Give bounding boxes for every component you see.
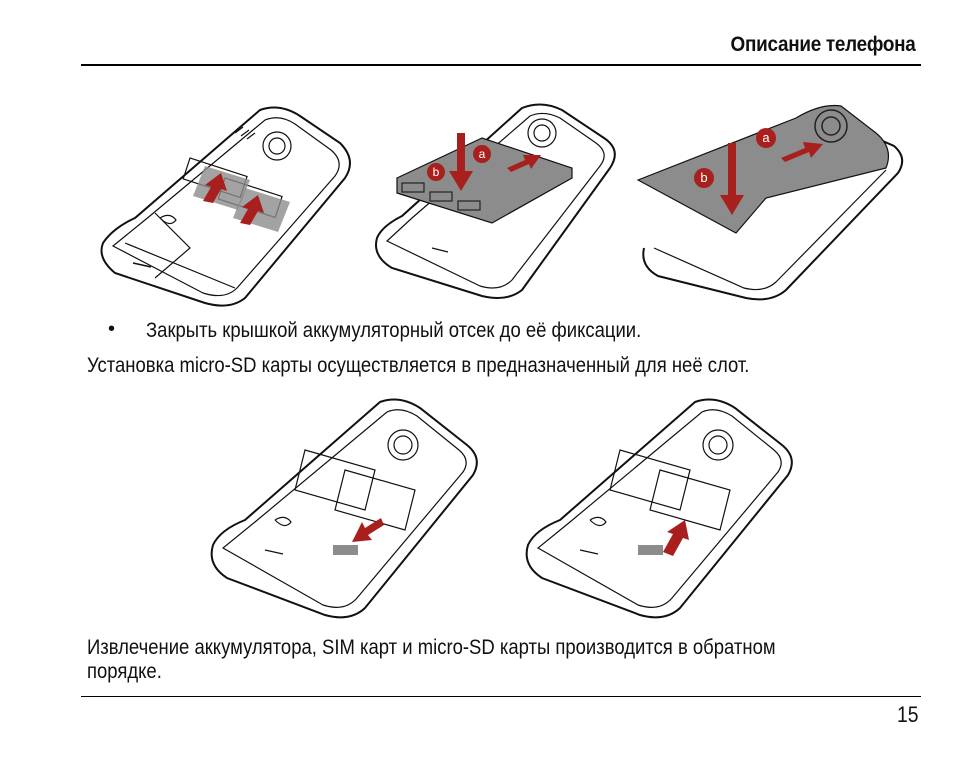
footer-rule [81,696,921,697]
bullet-icon: • [108,318,116,340]
page-number: 15 [896,702,918,727]
label-b: b [433,165,440,179]
phone-cover-illustration-icon: a b [636,104,904,301]
figure-insert-battery: a b [372,98,627,303]
paragraph-removal-line1: Извлечение аккумулятора, SIM карт и micr… [87,636,776,659]
page-header-title: Описание телефона [731,33,916,56]
phone-sim-illustration-icon [100,106,351,307]
label-b: b [700,170,707,185]
phone-microsd-remove-icon [525,398,793,619]
figure-remove-microsd [520,390,800,620]
figure-attach-back-cover: a b [636,98,911,303]
phone-battery-illustration-icon: a b [375,103,616,299]
figure-insert-sim-cards [95,98,360,308]
label-a: a [479,147,486,161]
figure-insert-microsd [205,390,485,620]
paragraph-microsd-install: Установка micro-SD карты осуществляется … [87,354,750,377]
phone-microsd-insert-icon [210,398,478,619]
bullet-text: Закрыть крышкой аккумуляторный отсек до … [146,319,642,342]
paragraph-removal-line2: порядке. [87,660,162,683]
header-rule [81,64,921,66]
label-a: a [762,130,770,145]
